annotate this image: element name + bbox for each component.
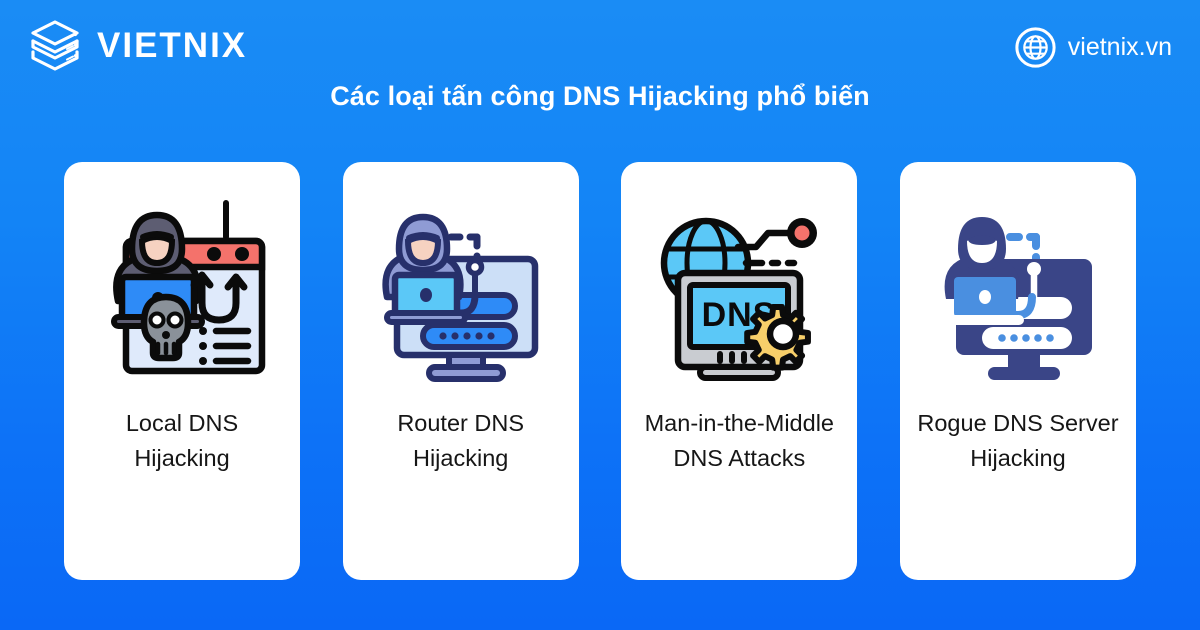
hacker-browser-skull-icon [64,162,300,402]
rogue-dns-server-icon [900,162,1136,402]
card-man-in-the-middle-dns-attacks[interactable]: DNS Man-in-the-Middle DNS Attacks [621,162,858,580]
site-url-badge[interactable]: vietnix.vn [1015,27,1172,68]
card-grid: Local DNS Hijacking [64,162,1136,580]
card-label-line2: DNS Attacks [673,445,806,472]
hacker-router-monitor-icon [343,162,579,402]
card-router-dns-hijacking[interactable]: Router DNS Hijacking [342,162,579,580]
page-header: VIETNIX vietnix.vn Các loại tấn công DNS… [0,0,1200,111]
card-label-line1: Man-in-the-Middle [644,410,834,436]
card-label: Router DNS Hijacking [343,406,579,477]
card-label: Rogue DNS Server Hijacking [900,406,1136,477]
brand-name: VIETNIX [97,25,248,65]
site-url-label: vietnix.vn [1067,33,1172,61]
card-rogue-dns-server-hijacking[interactable]: Rogue DNS Server Hijacking [899,162,1136,580]
card-label-line1: Local DNS [125,410,239,436]
page-title: Các loại tấn công DNS Hijacking phổ biến [330,81,870,111]
card-local-dns-hijacking[interactable]: Local DNS Hijacking [64,162,300,580]
globe-dns-monitor-gear-icon: DNS [621,162,857,402]
card-label-line2: Hijacking [134,445,230,472]
card-label-line1: Router DNS [397,410,524,436]
card-label-line2: Hijacking [970,445,1066,472]
card-label-line1: Rogue DNS Server [917,410,1119,436]
globe-icon [1015,27,1056,68]
layers-stack-icon [26,16,84,74]
brand-logo[interactable]: VIETNIX [26,16,247,74]
card-label: Man-in-the-Middle DNS Attacks [621,406,857,477]
card-label: Local DNS Hijacking [64,406,300,477]
card-label-line2: Hijacking [412,445,509,472]
